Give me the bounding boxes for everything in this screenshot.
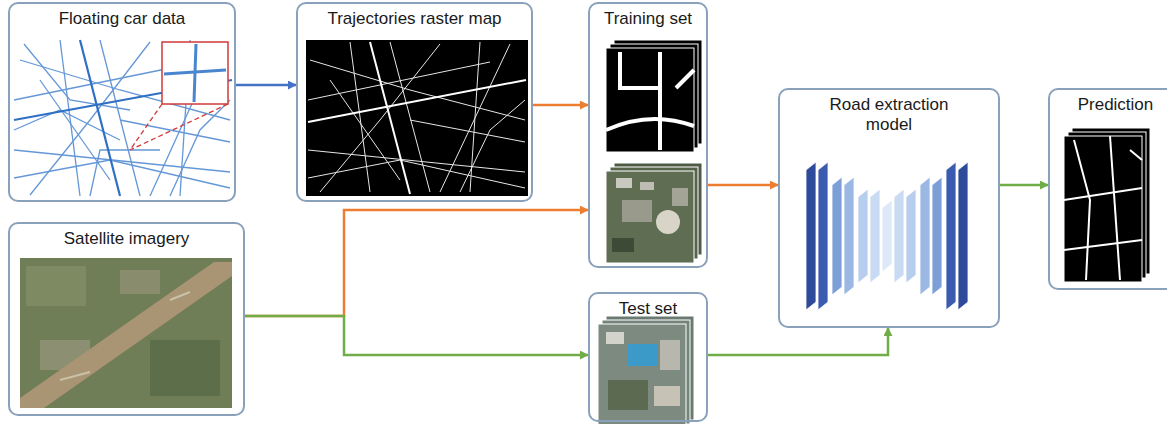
- flow-arrow: [1000, 184, 1048, 187]
- box-title: Road extraction model: [814, 95, 964, 135]
- satellite-image: [20, 258, 232, 408]
- flow-arrow: [708, 328, 888, 355]
- flow-arrow: [708, 184, 778, 187]
- prediction-masks: [1064, 128, 1150, 282]
- box-title: Satellite imagery: [64, 229, 190, 249]
- box-title: Trajectories raster map: [327, 9, 501, 29]
- flow-arrow: [236, 84, 296, 87]
- raster-map: [306, 40, 528, 196]
- flow-arrow: [245, 316, 588, 355]
- source-box: Satellite imagery: [8, 222, 245, 416]
- training-imagery: [606, 163, 702, 263]
- box-title: Training set: [604, 9, 692, 29]
- box-title: Floating car data: [59, 9, 186, 29]
- output-box: Prediction: [1048, 88, 1167, 290]
- network-layers: [806, 162, 968, 310]
- test-imagery: [598, 316, 694, 424]
- source-box: Floating car data: [8, 2, 236, 202]
- dataset-box: Test set: [588, 292, 708, 422]
- box-title: Prediction: [1078, 95, 1154, 115]
- flow-arrow: [533, 104, 588, 107]
- box-title: Test set: [619, 299, 678, 319]
- trajectory-map: [14, 38, 232, 198]
- model-box: Road extraction model: [778, 88, 1000, 328]
- process-box: Trajectories raster map: [296, 2, 533, 202]
- training-mask: [606, 40, 702, 152]
- flow-arrow: [245, 210, 588, 316]
- dataset-box: Training set: [588, 2, 708, 268]
